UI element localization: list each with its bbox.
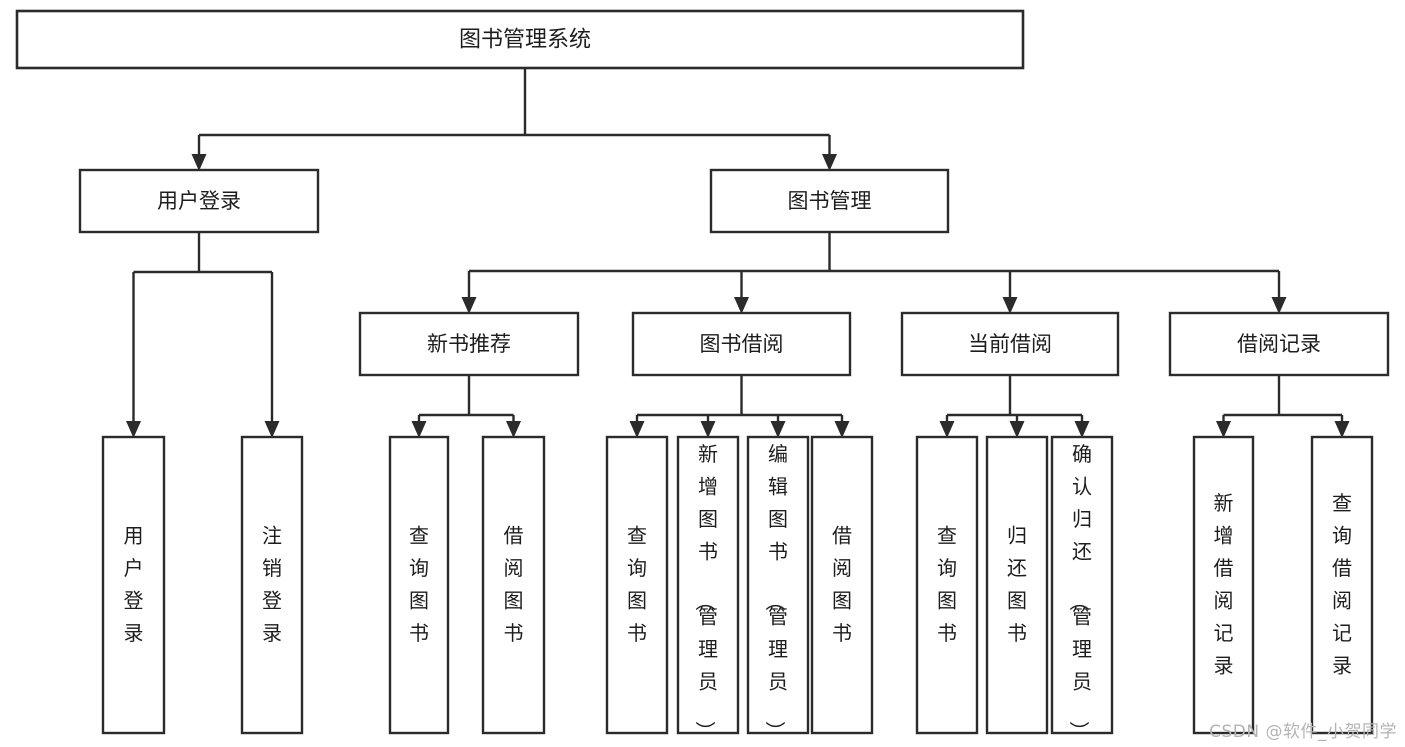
- node-leaf-label-0: 用户登录: [124, 523, 144, 645]
- node-level3-label-2: 当前借阅: [968, 332, 1052, 356]
- node-leaf-label-11: 新增借阅记录: [1214, 491, 1234, 678]
- arrow-head-icon: [939, 421, 955, 438]
- arrow-head-icon: [506, 421, 521, 438]
- node-level3-label-1: 图书借阅: [700, 332, 784, 356]
- node-root-label: 图书管理系统: [459, 28, 591, 53]
- arrow-head-icon: [1216, 421, 1231, 438]
- node-leaf-label-2: 查询图书: [409, 523, 429, 645]
- node-leaf-label-5: 新增图书（管理员）: [693, 442, 718, 741]
- csdn-watermark: CSDN @软件_小贺同学: [1209, 722, 1397, 742]
- node-level3-label-0: 新书推荐: [427, 332, 511, 356]
- node-level3-3[interactable]: [1168, 311, 1390, 377]
- node-level2-1[interactable]: [709, 168, 950, 234]
- node-leaf-label-12: 查询借阅记录: [1332, 491, 1352, 678]
- arrow-head-icon: [126, 421, 141, 438]
- node-leaf-10[interactable]: [1050, 435, 1114, 735]
- arrow-head-icon: [1334, 421, 1350, 438]
- node-leaf-label-6: 编辑图书（管理员）: [763, 442, 788, 741]
- node-level3-0[interactable]: [358, 311, 580, 377]
- node-leaf-11[interactable]: [1192, 435, 1255, 735]
- arrow-head-icon: [822, 154, 837, 171]
- node-leaf-label-4: 查询图书: [627, 523, 647, 645]
- node-level3-2[interactable]: [900, 311, 1120, 377]
- node-leaf-12[interactable]: [1310, 435, 1374, 735]
- nodes-layer: 图书管理系统用户登录图书管理新书推荐图书借阅当前借阅借阅记录用户登录注销登录查询…: [15, 9, 1390, 741]
- arrow-head-icon: [629, 421, 645, 438]
- connectors-layer: [126, 68, 1350, 438]
- node-root[interactable]: [15, 9, 1025, 70]
- arrow-head-icon: [770, 421, 786, 438]
- arrow-head-icon: [191, 154, 207, 171]
- node-leaf-8[interactable]: [915, 435, 979, 735]
- node-level2-0[interactable]: [78, 168, 320, 234]
- node-leaf-0[interactable]: [101, 435, 166, 735]
- node-leaf-1[interactable]: [240, 435, 304, 735]
- node-leaf-5[interactable]: [676, 435, 740, 735]
- node-leaf-label-9: 归还图书: [1007, 523, 1027, 645]
- arrow-head-icon: [834, 421, 850, 438]
- arrow-head-icon: [1271, 297, 1287, 314]
- node-leaf-4[interactable]: [605, 435, 669, 735]
- node-leaf-label-3: 借阅图书: [504, 523, 524, 645]
- node-leaf-9[interactable]: [985, 435, 1049, 735]
- node-leaf-3[interactable]: [481, 435, 546, 735]
- node-level2-label-0: 用户登录: [157, 189, 241, 213]
- arrow-head-icon: [264, 421, 280, 438]
- arrow-head-icon: [1009, 421, 1025, 438]
- node-leaf-label-10: 确认归还（管理员）: [1067, 442, 1092, 741]
- node-leaf-6[interactable]: [746, 435, 810, 735]
- node-level3-1[interactable]: [631, 311, 852, 377]
- node-level2-label-1: 图书管理: [788, 189, 872, 213]
- node-leaf-label-1: 注销登录: [262, 523, 282, 645]
- node-leaf-label-8: 查询图书: [937, 523, 957, 645]
- node-level3-label-3: 借阅记录: [1237, 332, 1321, 356]
- arrow-head-icon: [1074, 421, 1090, 438]
- arrow-head-icon: [411, 421, 427, 438]
- node-leaf-label-7: 借阅图书: [832, 523, 852, 645]
- arrow-head-icon: [734, 297, 749, 314]
- arrow-head-icon: [700, 421, 716, 438]
- node-leaf-7[interactable]: [810, 435, 874, 735]
- node-leaf-2[interactable]: [388, 435, 450, 735]
- arrow-head-icon: [461, 297, 477, 314]
- arrow-head-icon: [1002, 297, 1018, 314]
